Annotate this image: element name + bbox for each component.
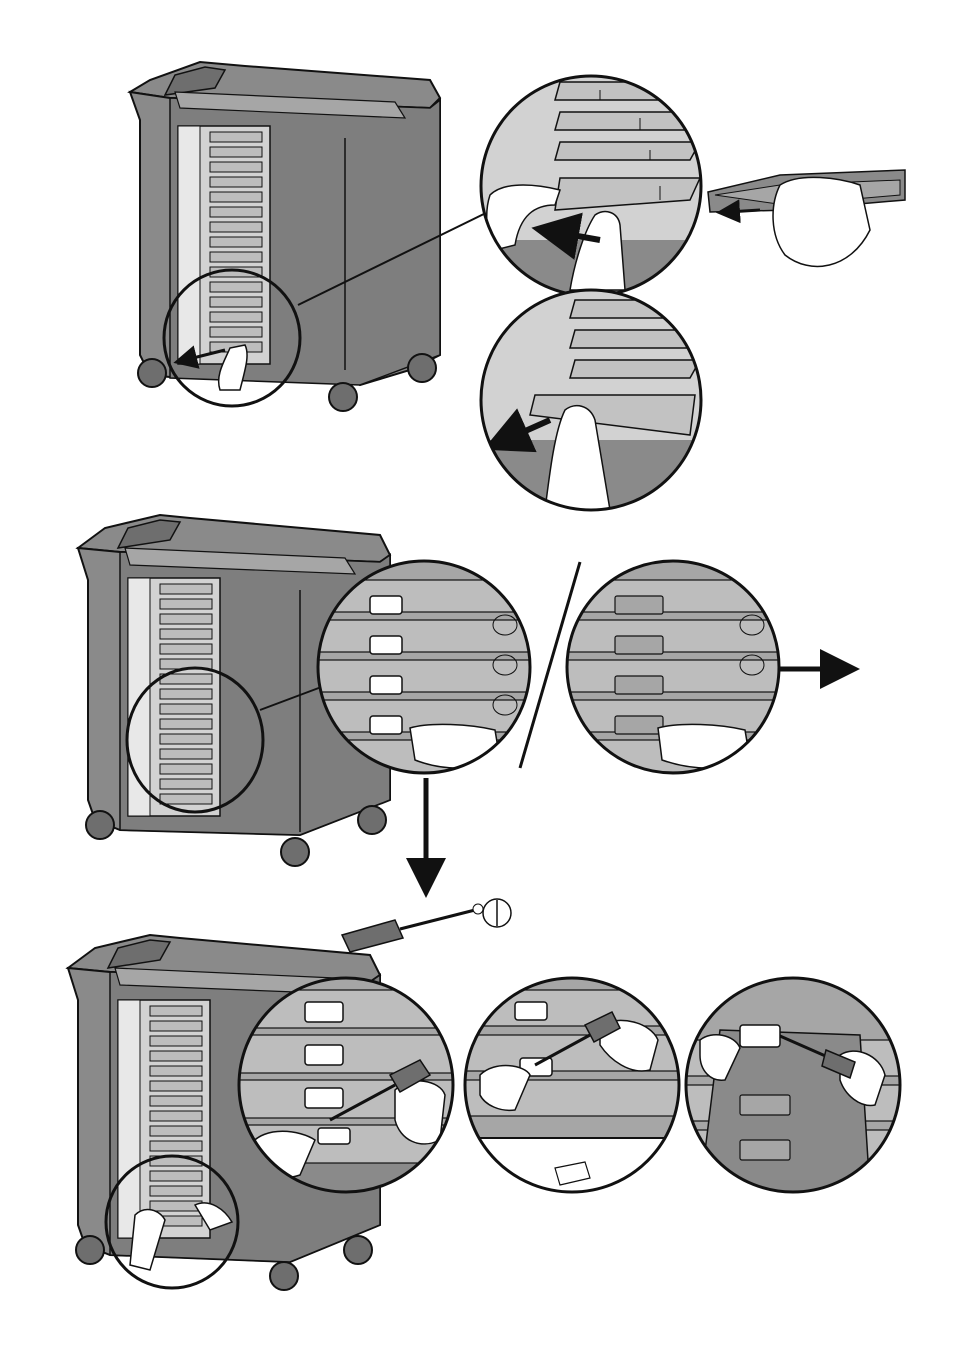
- screwdriver-icon: [342, 899, 511, 952]
- step-3-detail-2: [465, 978, 679, 1198]
- step-1-trays: [210, 132, 262, 352]
- step-1-detail-bottom: [480, 290, 702, 520]
- step-1-tray-hand-icon: [773, 177, 870, 266]
- step-1-removed-tray: [708, 170, 905, 266]
- step-2-detail-hand-right: [658, 724, 750, 768]
- step-2-detail-hand-left: [410, 724, 500, 768]
- step-1-tray-arrow-icon: [728, 210, 760, 212]
- step-1-cabinet: [130, 62, 440, 411]
